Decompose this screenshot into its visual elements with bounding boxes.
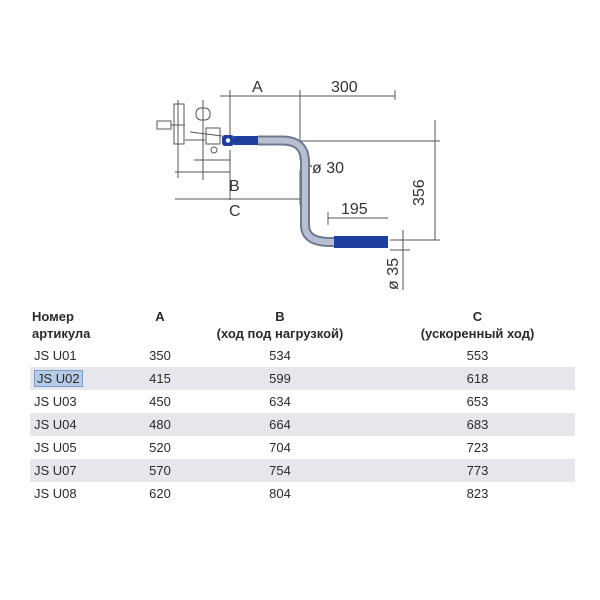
cell-article: JS U04	[30, 413, 140, 436]
label-356: 356	[411, 179, 428, 206]
cell-b: 664	[180, 413, 380, 436]
label-diameter-35: ø 35	[385, 258, 402, 290]
cell-a: 520	[149, 440, 171, 455]
table-row: JS U08 620 804 823	[30, 482, 575, 505]
label-a: A	[252, 79, 263, 96]
table-row: JS U07 570 754 773	[30, 459, 575, 482]
mechanism-sketch	[156, 100, 230, 180]
table-row: JS U04 480 664 683	[30, 413, 575, 436]
cell-a: 620	[149, 486, 171, 501]
rod-bend	[258, 137, 336, 245]
label-diameter-30: ø 30	[312, 160, 344, 177]
cell-c: 553	[466, 348, 489, 363]
cell-a: 480	[140, 413, 180, 436]
header-c: C (ускоренный ход)	[420, 309, 535, 341]
cell-a: 570	[140, 459, 180, 482]
table-row: JS U03 450 634 653	[30, 390, 575, 413]
label-c: C	[229, 203, 241, 220]
cell-a: 350	[149, 348, 171, 363]
cell-article: JS U01	[34, 348, 77, 363]
cell-b: 804	[269, 486, 291, 501]
label-300: 300	[331, 79, 358, 96]
rod-end-lower	[334, 236, 388, 248]
cell-article: JS U08	[34, 486, 77, 501]
selected-article[interactable]: JS U02	[34, 370, 83, 387]
technical-drawing: A 300 B C ø 30 195 356 ø 35	[156, 79, 440, 290]
cell-a: 450	[149, 394, 171, 409]
table-header-row: Номер артикула A B (ход под нагрузкой) C…	[30, 308, 575, 344]
cell-b: 599	[180, 367, 380, 390]
cell-c: 683	[380, 413, 575, 436]
cell-article: JS U02	[30, 367, 140, 390]
rod-bend-outline	[258, 135, 336, 247]
table-row: JS U05 520 704 723	[30, 436, 575, 459]
cell-article: JS U07	[30, 459, 140, 482]
cell-c: 773	[380, 459, 575, 482]
cell-b: 534	[269, 348, 291, 363]
cell-b: 704	[269, 440, 291, 455]
rod-end-upper	[234, 136, 258, 145]
header-b: B (ход под нагрузкой)	[216, 309, 344, 341]
table-row: JS U01 350 534 553	[30, 344, 575, 367]
cell-article: JS U03	[34, 394, 77, 409]
spec-table: Номер артикула A B (ход под нагрузкой) C…	[30, 308, 575, 505]
cell-c: 723	[466, 440, 489, 455]
cell-c: 653	[466, 394, 489, 409]
header-a: A	[155, 309, 165, 324]
label-b: B	[229, 178, 240, 195]
cell-c: 823	[466, 486, 489, 501]
table-row: JS U02 415 599 618	[30, 367, 575, 390]
cell-c: 618	[380, 367, 575, 390]
cell-a: 415	[140, 367, 180, 390]
label-195: 195	[341, 201, 368, 218]
cell-article: JS U05	[34, 440, 77, 455]
cell-b: 754	[180, 459, 380, 482]
cell-b: 634	[269, 394, 291, 409]
header-article: Номер артикула	[32, 309, 91, 341]
push-rod	[222, 135, 388, 248]
